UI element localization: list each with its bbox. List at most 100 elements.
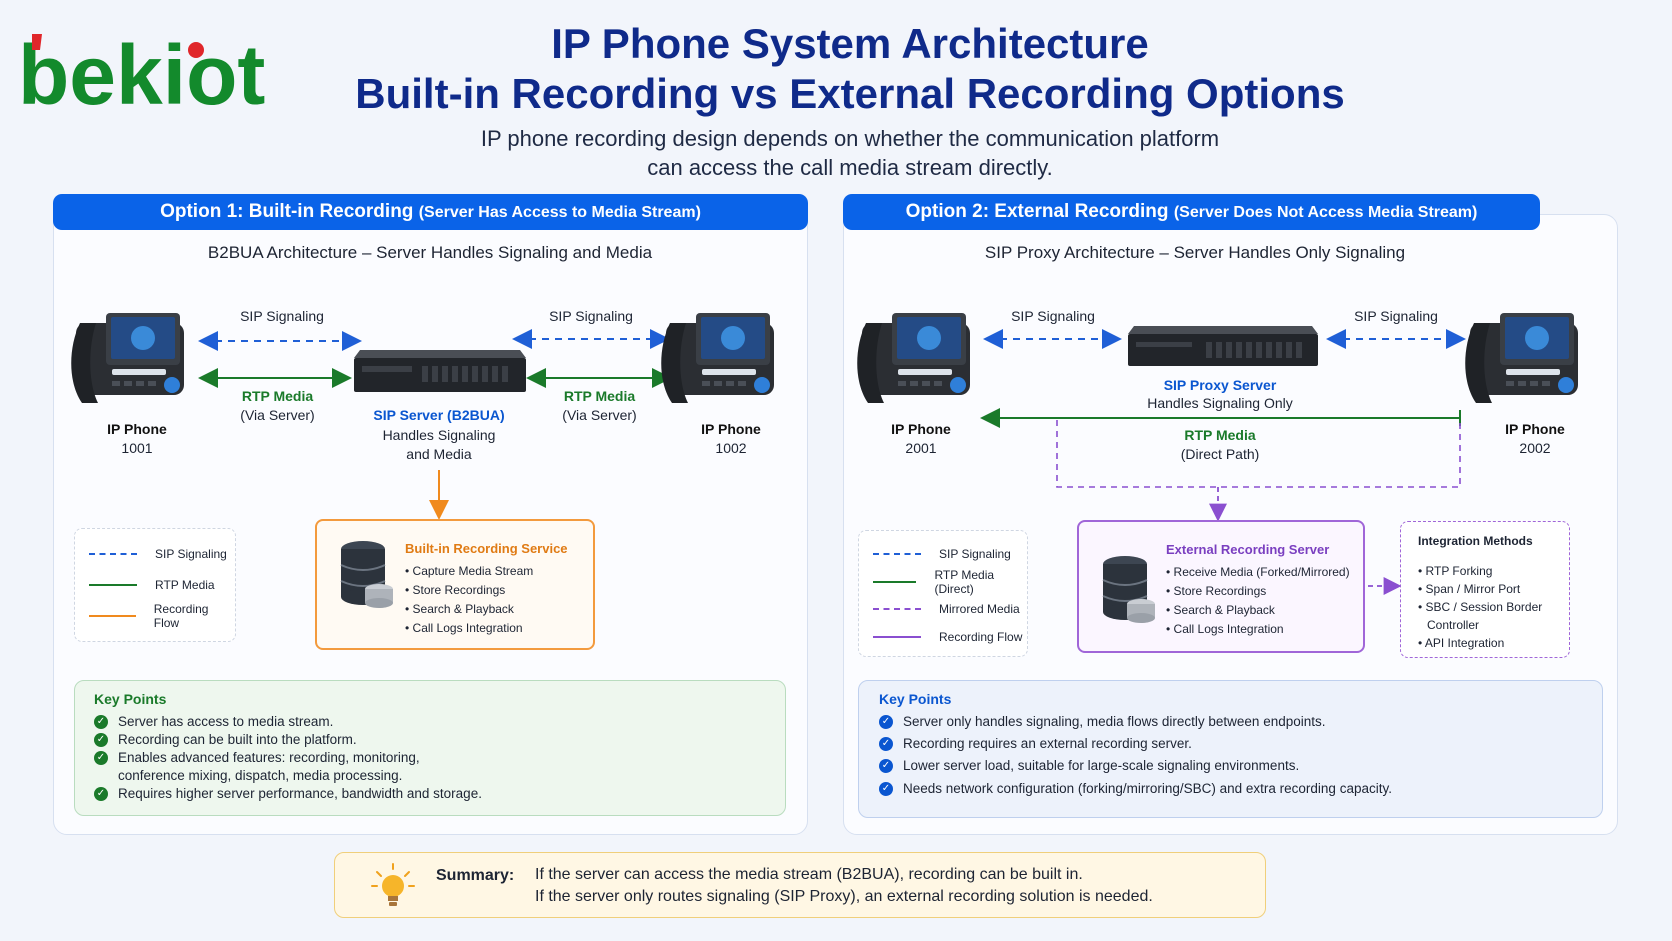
legend-recording-flow: Recording Flow <box>873 629 1022 645</box>
option2-heading-text: Option 2: External Recording <box>905 201 1169 222</box>
logo-text: bekiot <box>18 32 265 122</box>
opt1-rtp-right-label: RTP Media <box>563 388 636 404</box>
legend-sip-signaling: SIP Signaling <box>873 546 1011 562</box>
option1-heading-note: (Server Has Access to Media Stream) <box>418 204 701 221</box>
ip-phone-2001-icon <box>857 313 970 403</box>
database-icon <box>340 541 393 608</box>
check-icon: ✓ <box>879 782 893 796</box>
recording-item: • Search & Playback <box>1166 603 1275 617</box>
option1-heading: Option 1: Built-in Recording (Server Has… <box>53 194 808 230</box>
opt1-rtp-left-label: RTP Media <box>241 388 314 404</box>
ip-phone-2002-icon <box>1465 313 1578 403</box>
phone-1001-name: IP Phone <box>107 421 167 437</box>
external-recording-list: • Receive Media (Forked/Mirrored) • Stor… <box>1166 563 1350 639</box>
opt2-rtp-label: RTP Media <box>1184 427 1256 443</box>
key-points-title: Key Points <box>879 691 952 707</box>
summary-label: Summary: <box>436 867 515 884</box>
key-point-item: ✓Server only handles signaling, media fl… <box>879 713 1326 731</box>
phone-1002-name: IP Phone <box>701 421 761 437</box>
recording-item: • Call Logs Integration <box>1166 622 1284 636</box>
option2-key-points: Key Points ✓Server only handles signalin… <box>858 680 1603 818</box>
legend-recording-flow: Recording Flow <box>89 602 235 630</box>
summary-line1: If the server can access the media strea… <box>535 866 1083 883</box>
database-icon <box>1102 556 1155 623</box>
legend-rtp-media: RTP Media <box>89 577 215 593</box>
sip-proxy-server-label: SIP Proxy Server <box>1163 377 1277 393</box>
opt1-rtp-right-note: (Via Server) <box>562 407 637 423</box>
key-point-item: ✓Lower server load, suitable for large-s… <box>879 757 1299 775</box>
key-point-item: ✓Recording can be built into the platfor… <box>94 731 357 749</box>
opt2-sip-left-label: SIP Signaling <box>1011 308 1095 324</box>
option2-heading: Option 2: External Recording (Server Doe… <box>843 194 1540 230</box>
option1-key-points: Key Points ✓Server has access to media s… <box>74 680 786 816</box>
built-in-recording-title: Built-in Recording Service <box>405 541 568 556</box>
integration-item: • API Integration <box>1418 636 1505 650</box>
phone-2001-number: 2001 <box>905 440 937 456</box>
check-icon: ✓ <box>879 737 893 751</box>
key-point-item: ✓Enables advanced features: recording, m… <box>94 749 420 767</box>
recording-item: • Receive Media (Forked/Mirrored) <box>1166 565 1350 579</box>
lightbulb-icon <box>371 863 415 906</box>
phone-1001-number: 1001 <box>121 440 153 456</box>
key-point-item: ✓Recording requires an external recordin… <box>879 735 1192 753</box>
integration-item: • Span / Mirror Port <box>1418 582 1521 596</box>
opt2-rtp-note: (Direct Path) <box>1180 446 1260 462</box>
recording-item: • Store Recordings <box>1166 584 1267 598</box>
ip-phone-1001-icon <box>71 313 184 403</box>
key-point-item: ✓Requires higher server performance, ban… <box>94 785 482 803</box>
opt2-sip-right-label: SIP Signaling <box>1354 308 1438 324</box>
key-points-title: Key Points <box>94 691 167 707</box>
recording-item: • Search & Playback <box>405 602 514 616</box>
option2-heading-note: (Server Does Not Access Media Stream) <box>1173 204 1478 221</box>
check-icon: ✓ <box>94 787 108 801</box>
check-icon: ✓ <box>879 715 893 729</box>
external-recording-server: External Recording Server • Receive Medi… <box>1077 520 1365 653</box>
recording-item: • Store Recordings <box>405 583 506 597</box>
built-in-recording-service: Built-in Recording Service • Capture Med… <box>315 519 595 650</box>
recording-item: • Capture Media Stream <box>405 564 534 578</box>
option2-architecture: SIP Proxy Architecture – Server Handles … <box>984 243 1406 262</box>
check-icon: ✓ <box>94 715 108 729</box>
integration-list: • RTP Forking • Span / Mirror Port • SBC… <box>1418 562 1542 652</box>
summary-box: Summary: If the server can access the me… <box>334 852 1266 918</box>
opt1-sip-right-label: SIP Signaling <box>549 308 633 324</box>
integration-methods: Integration Methods • RTP Forking • Span… <box>1400 521 1570 658</box>
page-subtitle-line2: can access the call media stream directl… <box>647 155 1053 180</box>
page-subtitle: IP phone recording design depends on whe… <box>480 126 1220 151</box>
sip-server-b2bua-label: SIP Server (B2BUA) <box>373 407 505 423</box>
option1-legend: SIP Signaling RTP Media Recording Flow <box>74 528 236 642</box>
integration-title: Integration Methods <box>1418 534 1533 548</box>
external-recording-title: External Recording Server <box>1166 542 1330 557</box>
key-point-item-cont: conference mixing, dispatch, media proce… <box>118 768 403 783</box>
legend-sip-signaling: SIP Signaling <box>89 546 227 562</box>
sip-server-b2bua-icon <box>354 350 526 392</box>
page-title: IP Phone System Architecture <box>551 20 1149 67</box>
opt2-mirrored-media-line <box>1056 420 1461 488</box>
integration-item: • RTP Forking <box>1418 564 1493 578</box>
page-title-line2: Built-in Recording vs External Recording… <box>355 70 1345 117</box>
phone-2001-name: IP Phone <box>891 421 951 437</box>
integration-item-cont: Controller <box>1427 618 1480 632</box>
option1-heading-text: Option 1: Built-in Recording <box>160 201 414 222</box>
phone-2002-name: IP Phone <box>1505 421 1565 437</box>
sip-server-desc2: and Media <box>406 446 472 462</box>
check-icon: ✓ <box>94 733 108 747</box>
bekiot-logo: bekiot <box>18 28 268 122</box>
sip-proxy-server-desc: Handles Signaling Only <box>1147 395 1293 411</box>
opt1-rtp-left-note: (Via Server) <box>240 407 315 423</box>
integration-item: • SBC / Session Border <box>1418 600 1543 614</box>
key-point-item: ✓Needs network configuration (forking/mi… <box>879 780 1392 798</box>
recording-item: • Call Logs Integration <box>405 621 523 635</box>
phone-1002-number: 1002 <box>715 440 747 456</box>
option2-legend: SIP Signaling RTP Media (Direct) Mirrore… <box>858 530 1028 657</box>
option1-architecture: B2BUA Architecture – Server Handles Sign… <box>207 243 653 262</box>
check-icon: ✓ <box>879 759 893 773</box>
sip-server-desc1: Handles Signaling <box>382 427 496 443</box>
opt1-sip-left-label: SIP Signaling <box>240 308 324 324</box>
ip-phone-1002-icon <box>661 313 774 403</box>
key-point-item: ✓Server has access to media stream. <box>94 713 333 731</box>
phone-2002-number: 2002 <box>1519 440 1551 456</box>
sip-proxy-server-icon <box>1128 326 1318 366</box>
check-icon: ✓ <box>94 751 108 765</box>
